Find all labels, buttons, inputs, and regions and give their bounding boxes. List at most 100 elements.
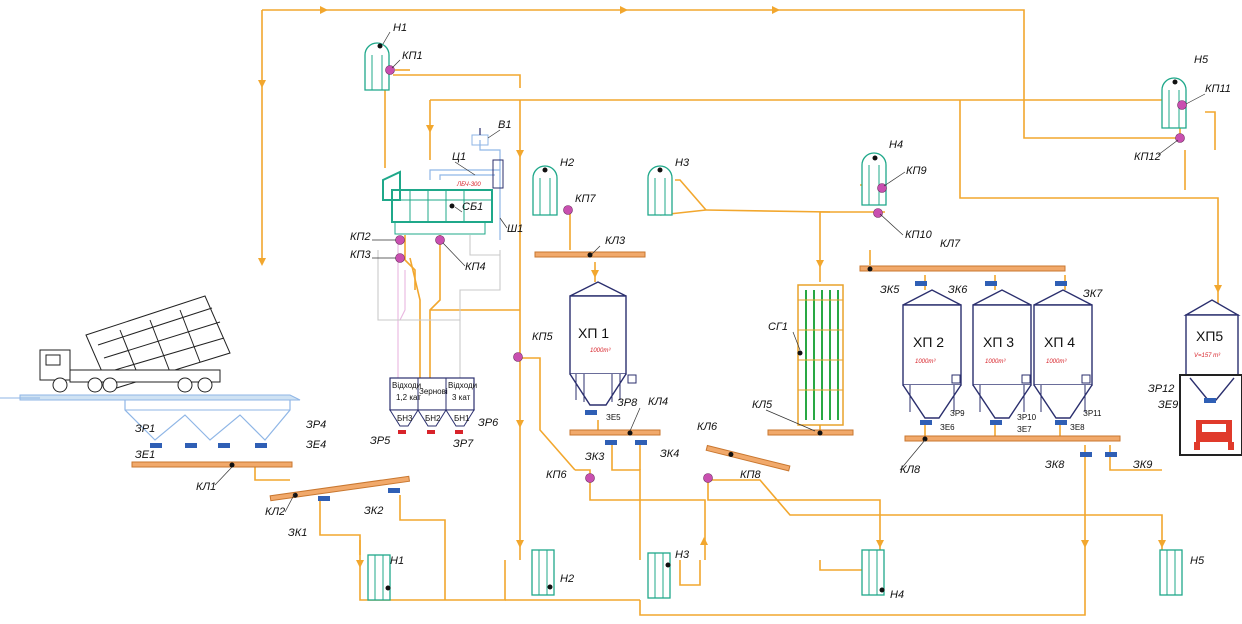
label-ze1: ЗЕ1	[135, 449, 155, 461]
label-h4-bottom: Н4	[890, 589, 904, 601]
label-sh1: Ш1	[507, 223, 523, 235]
label-ze9: ЗЕ9	[1158, 399, 1178, 411]
label-h5-top: Н5	[1194, 54, 1209, 66]
bin-2-code: БН2	[425, 414, 441, 423]
label-kl8: КЛ8	[900, 464, 921, 476]
label-kp1: КП1	[402, 50, 423, 62]
bins-group	[389, 377, 475, 434]
label-zk2: ЗК2	[364, 505, 383, 517]
label-kl3: КЛ3	[605, 235, 626, 247]
silo-2	[902, 289, 962, 419]
label-zr7: ЗР7	[453, 438, 474, 450]
silo-3-capacity: 1000т³	[985, 359, 1006, 365]
label-zk8: ЗК8	[1045, 459, 1065, 471]
elevator-h3-top	[647, 165, 673, 216]
label-ze8: ЗЕ8	[1070, 423, 1085, 432]
label-kp2: КП2	[350, 231, 371, 243]
leader-lines	[214, 31, 1206, 513]
silo-4-name: ХП 4	[1044, 334, 1075, 350]
dryer-sg1	[797, 284, 844, 426]
elevator-h4-bottom	[861, 549, 885, 596]
label-ze7: ЗЕ7	[1017, 425, 1032, 434]
conveyor-kl6	[705, 444, 791, 472]
label-h3-bottom: Н3	[675, 549, 690, 561]
bin-1-sub: 1,2 кат	[396, 393, 421, 402]
silo-4	[1033, 289, 1093, 419]
silo-1-name: ХП 1	[578, 325, 609, 341]
labels: Н1 Н2 Н3 Н4 Н5 Н1 Н2 Н3 Н4 Н5 КП1 КП2 КП…	[135, 22, 1231, 601]
label-ze5: ЗЕ5	[606, 413, 621, 422]
label-zr9: ЗР9	[950, 409, 965, 418]
label-zr5: ЗР5	[370, 435, 391, 447]
bin-1-code: БН3	[397, 414, 413, 423]
aspiration-lines	[377, 128, 504, 378]
label-kp6: КП6	[546, 469, 567, 481]
label-h5-bottom: Н5	[1190, 555, 1205, 567]
label-kp3: КП3	[350, 249, 371, 261]
label-zk5: ЗК5	[880, 284, 900, 296]
label-kl1: КЛ1	[196, 481, 216, 493]
bin-3-sub: 3 кат	[452, 393, 471, 402]
label-zk9: ЗК9	[1133, 459, 1152, 471]
silo-5-name: ХП5	[1196, 328, 1223, 344]
label-kp8: КП8	[740, 469, 761, 481]
silo-2-capacity: 1000т³	[915, 359, 936, 365]
conveyor-kl7	[859, 265, 1066, 272]
label-kl7: КЛ7	[940, 238, 961, 250]
label-kp4: КП4	[465, 261, 486, 273]
label-h1-top: Н1	[393, 22, 407, 34]
label-zr11: ЗР11	[1083, 409, 1102, 418]
gate-markers	[150, 281, 1216, 501]
silo-1	[569, 281, 637, 406]
label-h3-top: Н3	[675, 157, 690, 169]
label-kp5: КП5	[532, 331, 553, 343]
conveyor-kl1	[131, 461, 293, 468]
label-zr8: ЗР8	[617, 397, 638, 409]
label-zr6: ЗР6	[478, 417, 499, 429]
silo-3	[972, 289, 1032, 419]
bin-2-name: Зернові	[419, 387, 448, 396]
label-zr12: ЗР12	[1148, 383, 1174, 395]
label-zk7: ЗК7	[1083, 288, 1103, 300]
silo-1-capacity: 1000т³	[590, 348, 611, 354]
label-sg1: СГ1	[768, 321, 788, 333]
label-ze6: ЗЕ6	[940, 423, 955, 432]
label-zr4: ЗР4	[306, 419, 326, 431]
label-h2-bottom: Н2	[560, 573, 574, 585]
label-kp11: КП11	[1205, 83, 1231, 95]
label-kp9: КП9	[906, 165, 927, 177]
conveyor-kl2	[269, 475, 411, 502]
conveyor-kl3	[534, 251, 646, 258]
label-kl2: КЛ2	[265, 506, 285, 518]
label-zk6: ЗК6	[948, 284, 968, 296]
conveyor-kl8	[904, 435, 1121, 442]
silo-3-name: ХП 3	[983, 334, 1014, 350]
conveyor-kl5	[767, 429, 854, 436]
label-kp10: КП10	[905, 229, 933, 241]
label-sb1: СБ1	[462, 201, 483, 213]
silo-5-capacity: V=157 т³	[1194, 353, 1221, 359]
separator-sb1	[382, 170, 493, 235]
elevator-h3-bottom	[647, 552, 671, 599]
receiving-hopper	[124, 400, 291, 441]
label-h1-bottom: Н1	[390, 555, 404, 567]
label-kl5: КЛ5	[752, 399, 773, 411]
dump-truck	[0, 295, 301, 401]
label-ze4: ЗЕ4	[306, 439, 326, 451]
bin-1-name: Відходи	[392, 381, 421, 390]
label-kl6: КЛ6	[697, 421, 718, 433]
elevator-h5-top	[1161, 77, 1187, 129]
elevator-h5-bottom	[1159, 549, 1183, 596]
label-kp7: КП7	[575, 193, 596, 205]
label-h2-top: Н2	[560, 157, 574, 169]
valve-markers	[385, 65, 1187, 483]
label-h4-top: Н4	[889, 139, 903, 151]
label-v1: В1	[498, 119, 511, 131]
label-zk4: ЗК4	[660, 448, 679, 460]
label-separator-badge: ЛБЧ-300	[456, 182, 481, 188]
elevator-h2-top	[532, 165, 558, 216]
label-zk3: ЗК3	[585, 451, 605, 463]
silo-4-capacity: 1000т³	[1046, 359, 1067, 365]
label-kl4: КЛ4	[648, 396, 668, 408]
